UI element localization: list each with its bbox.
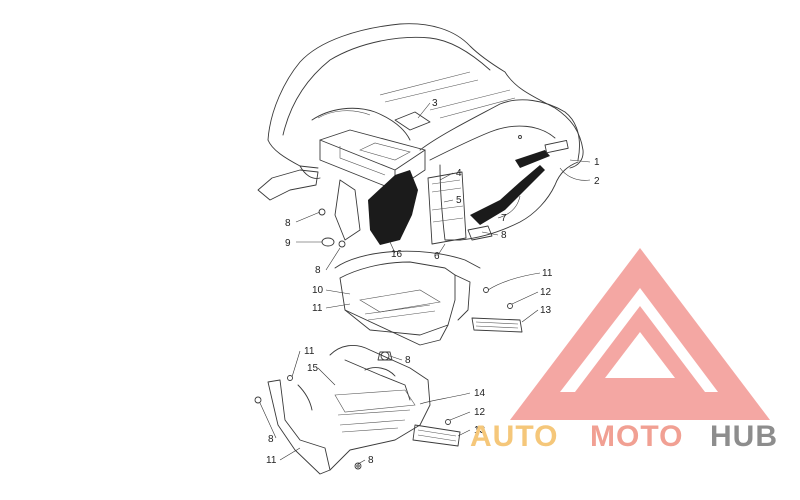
callout-11-c: 11 xyxy=(304,346,315,357)
callout-11-a: 11 xyxy=(312,303,323,314)
callout-6: 6 xyxy=(434,251,440,262)
callout-8-b: 8 xyxy=(285,218,291,229)
callout-1: 1 xyxy=(594,157,600,168)
callout-12-b: 12 xyxy=(474,407,486,418)
callout-2: 2 xyxy=(594,176,600,187)
callout-8-d: 8 xyxy=(405,355,411,366)
callout-13-a: 13 xyxy=(540,305,552,316)
automotohub-logo xyxy=(510,248,770,420)
leader-lines xyxy=(259,102,591,465)
callout-14: 14 xyxy=(474,388,486,399)
callout-9: 9 xyxy=(285,238,291,249)
wordmark-auto: AUTO xyxy=(470,420,558,453)
callout-10: 10 xyxy=(312,285,324,296)
automotohub-wordmark: AUTO MOTO HUB xyxy=(470,420,778,453)
callout-numbers: 3 1 2 4 5 7 8 6 16 8 9 8 10 11 11 12 13 … xyxy=(266,98,600,466)
callout-15: 15 xyxy=(307,363,319,374)
lower-footwell xyxy=(254,344,461,475)
callout-11-b: 11 xyxy=(542,268,553,279)
wordmark-moto: MOTO xyxy=(590,420,683,453)
callout-8-c: 8 xyxy=(315,265,321,276)
callout-7: 7 xyxy=(501,213,507,224)
footwell-shield xyxy=(334,250,523,346)
callout-12-a: 12 xyxy=(540,287,552,298)
callout-8-f: 8 xyxy=(368,455,374,466)
callout-13-b: 13 xyxy=(474,425,486,436)
callout-3: 3 xyxy=(432,98,438,109)
callout-8-a: 8 xyxy=(501,230,507,241)
callout-4: 4 xyxy=(456,168,462,179)
callout-11-d: 11 xyxy=(266,455,277,466)
wordmark-hub: HUB xyxy=(710,420,778,453)
callout-5: 5 xyxy=(456,195,462,206)
callout-16: 16 xyxy=(391,249,403,260)
rear-fender-assembly xyxy=(257,23,584,248)
callout-8-e: 8 xyxy=(268,434,274,445)
